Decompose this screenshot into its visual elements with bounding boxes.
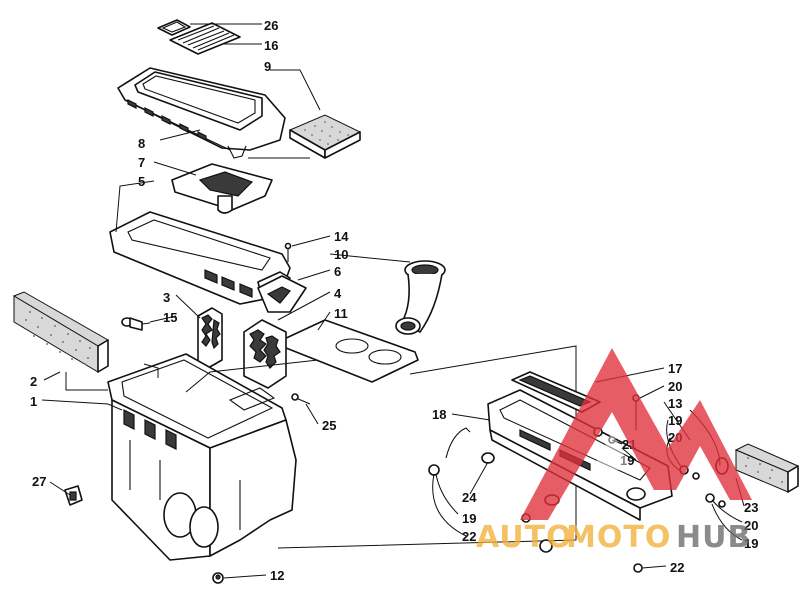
duct-adapter-part-6 <box>257 275 307 313</box>
filter-element-part-9 <box>288 114 362 159</box>
panel-filter-part-23 <box>734 443 800 493</box>
foam-seal-part-4 <box>243 319 287 389</box>
callout-23: 23 <box>744 500 758 515</box>
callout-20a: 20 <box>668 379 682 394</box>
fitting-part-15 <box>121 317 151 331</box>
callout-27: 27 <box>32 474 46 489</box>
decal-part-26 <box>157 19 191 36</box>
callout-1: 1 <box>30 394 37 409</box>
callout-22b: 22 <box>670 560 684 575</box>
clamp-part-27 <box>64 485 83 506</box>
callout-24: 24 <box>462 490 477 505</box>
callout-22a: 22 <box>462 529 476 544</box>
callout-7: 7 <box>138 155 145 170</box>
callout-5: 5 <box>138 174 145 189</box>
callout-17: 17 <box>668 361 682 376</box>
air-duct-part-7 <box>171 163 273 214</box>
air-intake-grille-part-16 <box>169 22 241 55</box>
air-box-housing-part-1 <box>107 353 297 561</box>
watermark-text-hub: HUB <box>676 520 751 555</box>
callout-19d: 19 <box>744 536 758 551</box>
air-box-cover-part-8 <box>117 67 286 159</box>
side-foam-filter-part-2 <box>12 291 109 373</box>
callout-10: 10 <box>334 247 348 262</box>
callout-19b: 19 <box>620 453 634 468</box>
callout-8: 8 <box>138 136 145 151</box>
callout-12: 12 <box>270 568 284 583</box>
foam-seal-part-3 <box>197 307 223 369</box>
watermark-text-auto: AUTO <box>476 520 573 555</box>
watermark-triangle-icon <box>520 348 752 520</box>
callout-4: 4 <box>334 286 342 301</box>
callout-11: 11 <box>334 306 348 321</box>
callout-2: 2 <box>30 374 37 389</box>
drain-plug-part-12 <box>212 572 224 584</box>
callout-20c: 20 <box>744 518 758 533</box>
callout-15: 15 <box>163 310 177 325</box>
callout-9: 9 <box>264 59 271 74</box>
intake-hose-part-10 <box>395 260 446 335</box>
watermark-logo: AUTO MOTO HUB <box>476 348 752 555</box>
callout-19a: 19 <box>668 413 682 428</box>
callout-16: 16 <box>264 38 278 53</box>
watermark-text-moto: MOTO <box>566 520 671 555</box>
callout-6: 6 <box>334 264 341 279</box>
callout-3: 3 <box>163 290 170 305</box>
callout-25: 25 <box>322 418 336 433</box>
callout-13: 13 <box>668 396 682 411</box>
bolt-part-14 <box>284 242 292 262</box>
callout-19c: 19 <box>462 511 476 526</box>
screw-part-25 <box>291 393 311 405</box>
callout-26: 26 <box>264 18 278 33</box>
callout-18: 18 <box>432 407 446 422</box>
callout-14: 14 <box>334 229 349 244</box>
